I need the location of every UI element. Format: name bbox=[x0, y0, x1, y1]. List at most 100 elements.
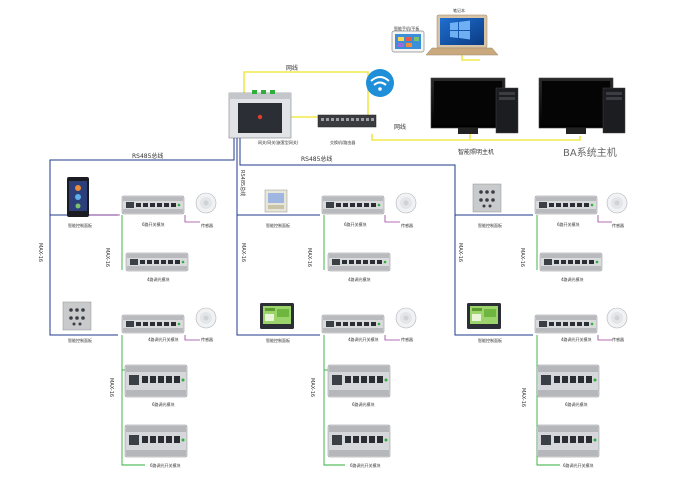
laptop-label: 笔记本 bbox=[453, 7, 465, 13]
col3-max-label-side: MAX-16 bbox=[457, 243, 463, 262]
col3-module3-label: 4路调光开关模块 bbox=[561, 336, 592, 342]
col2-sensor2-label: 传感器 bbox=[401, 336, 413, 342]
col2-module5-icon bbox=[327, 424, 391, 458]
col3-module1-label: 6路开关模块 bbox=[557, 221, 580, 227]
col1-module4-icon bbox=[124, 364, 188, 398]
col1-bus-b bbox=[49, 215, 118, 336]
rs485-left-branch bbox=[49, 138, 235, 170]
col3-key-panel-icon bbox=[472, 183, 502, 213]
col1-key-panel-icon bbox=[62, 301, 92, 331]
column-2: 智能控制面板 6路开关模块 传感器 4路调光模块 MAX-16 MAX-16 智… bbox=[236, 189, 417, 468]
col3-sens-a bbox=[597, 215, 612, 223]
col2-panel2-label: 智能控制面板 bbox=[266, 337, 290, 343]
col3-sens-b bbox=[597, 335, 612, 341]
col1-sensor2-icon bbox=[195, 307, 217, 329]
col1-max-b bbox=[121, 335, 145, 466]
col1-module1-icon bbox=[121, 195, 185, 215]
lan-label-right: 网线 bbox=[394, 123, 406, 131]
col2-touch-panel-icon bbox=[260, 303, 294, 329]
col2-module5-label: 6路调光开关模块 bbox=[350, 462, 381, 468]
switch-label: 交换机/路由器 bbox=[330, 139, 355, 145]
lan-label-top: 网线 bbox=[286, 64, 298, 72]
col3-module2-label: 4路调光模块 bbox=[561, 276, 584, 282]
col2-panel1-label: 智能控制面板 bbox=[266, 222, 290, 228]
col3-touch-panel-icon bbox=[467, 303, 501, 329]
rs485-left-label: RS485总线 bbox=[132, 152, 163, 160]
ba-host-computer bbox=[538, 77, 626, 134]
gateway-device bbox=[228, 90, 292, 139]
col1-module3-icon bbox=[121, 314, 185, 334]
col3-module2-icon bbox=[539, 252, 603, 272]
col3-max-label-b: MAX-16 bbox=[520, 388, 526, 407]
col1-sensor1-icon bbox=[195, 192, 217, 214]
col2-module3-label: 4路调光开关模块 bbox=[348, 336, 379, 342]
rs485-trunk-label: RS485总线 bbox=[239, 170, 246, 196]
tablet-icon bbox=[391, 30, 425, 53]
col1-panel2-label: 智能控制面板 bbox=[68, 337, 92, 343]
col2-bus-b bbox=[236, 315, 320, 336]
col1-sensor2-label: 传感器 bbox=[201, 336, 213, 342]
col3-sensor2-icon bbox=[606, 307, 628, 329]
col1-max-label-b: MAX-16 bbox=[108, 378, 114, 397]
tablet-label: 智能手机/平板 bbox=[394, 25, 419, 31]
col3-module3-icon bbox=[534, 314, 598, 334]
column-1: 智能控制面板 6路开关模块 传感器 4路调光模块 MAX-16 MAX-16 智… bbox=[37, 170, 217, 468]
col2-module1-label: 6路开关模块 bbox=[344, 221, 367, 227]
col3-sensor1-label: 传感器 bbox=[612, 222, 624, 228]
col3-module5-label: 6路调光开关模块 bbox=[563, 462, 594, 468]
laptop-icon bbox=[425, 14, 499, 56]
col2-module4-label: 6路调光模块 bbox=[352, 401, 375, 407]
col2-module3-icon bbox=[321, 314, 385, 334]
gateway-label: 网关/网关(嵌套型网关) bbox=[258, 139, 299, 145]
col2-module1-icon bbox=[321, 195, 385, 215]
col2-module2-icon bbox=[327, 252, 391, 272]
col2-sens-b bbox=[384, 335, 400, 341]
col1-module4-label: 6路调光模块 bbox=[152, 401, 175, 407]
col1-max-label-a: MAX-16 bbox=[104, 248, 110, 267]
col1-module5-label: 6路调光开关模块 bbox=[150, 462, 181, 468]
col1-module2-label: 4路调光模块 bbox=[147, 276, 170, 282]
col2-sens-a bbox=[384, 215, 400, 223]
col1-module3-label: 4路调光开关模块 bbox=[148, 336, 179, 342]
col3-module4-icon bbox=[536, 364, 600, 398]
col2-small-panel-icon bbox=[264, 189, 288, 213]
col3-module1-icon bbox=[534, 195, 598, 215]
switch-device bbox=[317, 114, 377, 128]
col1-max-label-side: MAX-16 bbox=[37, 243, 43, 262]
col1-panel1-label: 智能控制面板 bbox=[68, 222, 92, 228]
lighting-host-label: 智能照明主机 bbox=[458, 148, 494, 156]
col1-module1-label: 6路开关模块 bbox=[142, 221, 165, 227]
col3-sensor1-icon bbox=[606, 192, 628, 214]
col1-sens-b bbox=[184, 335, 200, 341]
col2-max-label-side: MAX-16 bbox=[240, 243, 246, 262]
col2-max-b bbox=[323, 335, 345, 466]
ba-host-label: BA系统主机 bbox=[563, 146, 617, 159]
col1-touch-panel-icon bbox=[67, 177, 89, 217]
col1-module5-icon bbox=[124, 424, 188, 458]
col1-module2-icon bbox=[125, 252, 189, 272]
col2-max-label-a: MAX-16 bbox=[306, 248, 312, 267]
col3-max-label-a: MAX-16 bbox=[519, 248, 525, 267]
col3-sensor2-label: 传感器 bbox=[612, 336, 624, 342]
lan-gateway-up bbox=[243, 71, 369, 116]
column-3: 智能控制面板 6路开关模块 传感器 4路调光模块 MAX-16 MAX-16 智… bbox=[454, 170, 628, 468]
col3-bus-b bbox=[454, 215, 533, 336]
col2-sensor1-label: 传感器 bbox=[401, 222, 413, 228]
col3-panel2-label: 智能控制面板 bbox=[478, 337, 502, 343]
col3-module5-icon bbox=[536, 424, 600, 458]
col3-module4-label: 6路调光模块 bbox=[565, 401, 588, 407]
col1-sens-a bbox=[184, 215, 200, 223]
col2-sensor1-icon bbox=[395, 192, 417, 214]
col2-max-label-b: MAX-16 bbox=[309, 378, 315, 397]
col2-module2-label: 4路调光模块 bbox=[348, 276, 371, 282]
col1-sensor1-label: 传感器 bbox=[201, 222, 213, 228]
wifi-icon bbox=[366, 69, 394, 97]
lighting-host-computer bbox=[430, 77, 519, 134]
col2-module4-icon bbox=[327, 364, 391, 398]
col3-panel1-label: 智能控制面板 bbox=[478, 222, 502, 228]
col2-sensor2-icon bbox=[395, 307, 417, 329]
rs485-mid-label: RS485总线 bbox=[301, 155, 332, 163]
lan-switch-hosts bbox=[371, 134, 581, 141]
rs485-right-branch bbox=[239, 138, 456, 170]
